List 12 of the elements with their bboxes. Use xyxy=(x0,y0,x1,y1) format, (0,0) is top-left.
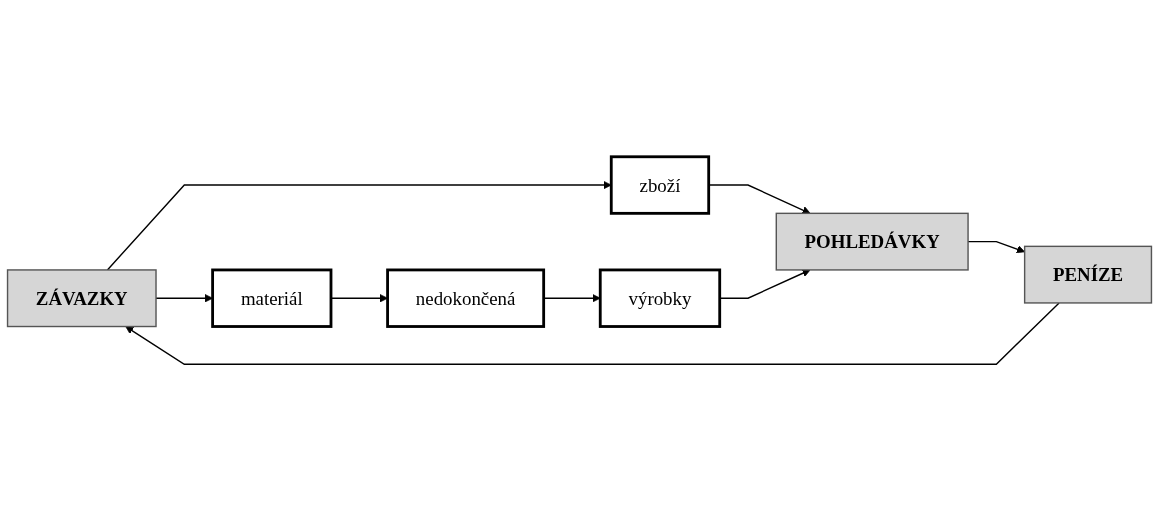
arrow xyxy=(708,184,811,215)
node-box: ZÁVAZKY xyxy=(6,269,157,328)
arrow xyxy=(719,269,811,299)
arrow xyxy=(125,302,1060,365)
node-box: PENÍZE xyxy=(1023,245,1153,304)
node-box: materiál xyxy=(211,268,333,328)
node-box: výrobky xyxy=(598,268,722,328)
arrow xyxy=(330,294,388,303)
node-box: zboží xyxy=(609,155,711,215)
node-box: POHLEDÁVKY xyxy=(775,212,969,271)
arrow xyxy=(106,180,612,271)
node-box: nedokončená xyxy=(386,268,546,328)
